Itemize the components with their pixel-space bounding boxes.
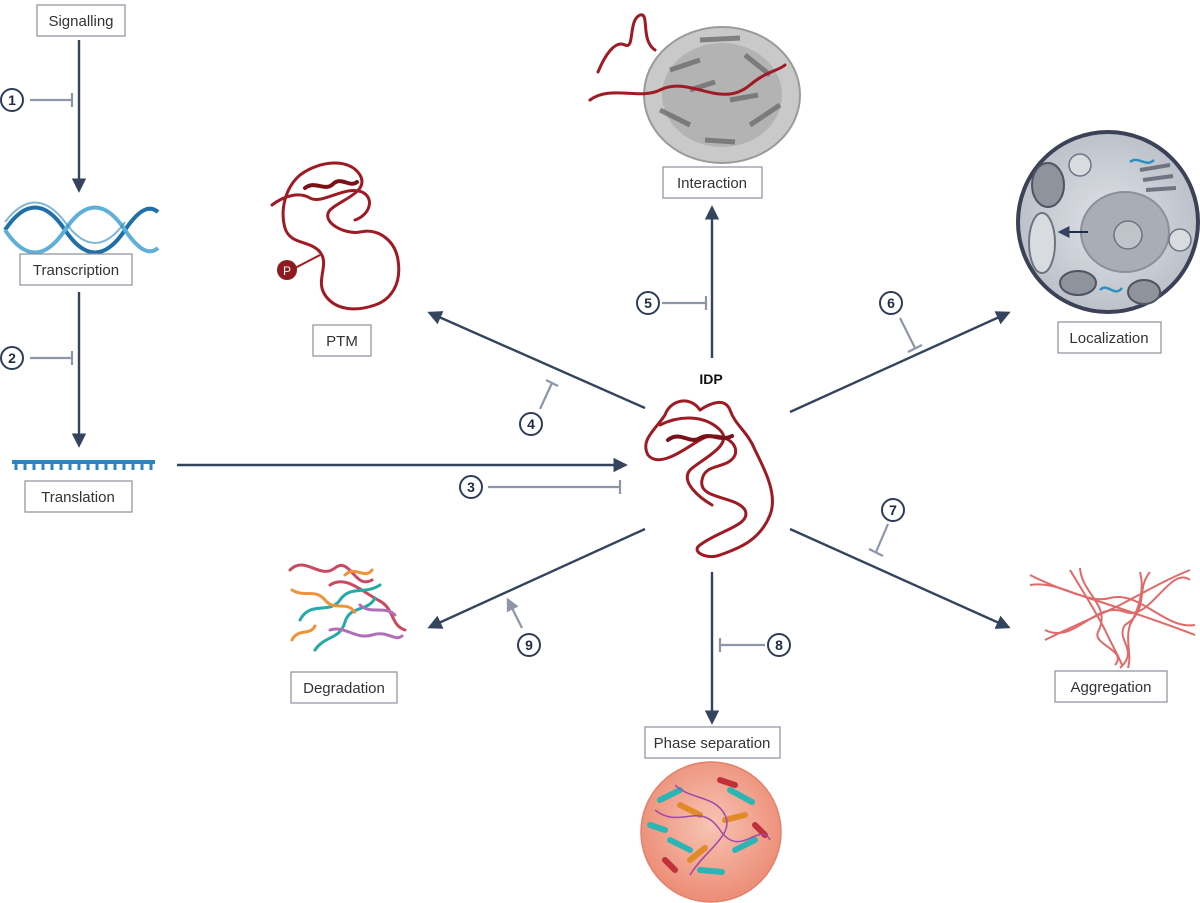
degradation-box [290,671,398,704]
step-1-number: 1 [8,92,16,108]
ptm-label: PTM [326,333,358,350]
step-7: 7 [868,498,905,557]
translation-label: Translation [41,489,115,506]
step-5-number: 5 [644,295,652,311]
step-8: 8 [718,633,791,657]
signalling-node: Signalling [36,4,126,37]
transcription-label: Transcription [33,262,119,279]
condensate-droplet-icon [640,761,782,903]
step-3: 3 [459,475,622,499]
idp-label: IDP [699,371,722,387]
step-8-number: 8 [775,637,783,653]
step-3-badge [459,475,483,499]
idp-to-degradation-arrow [427,527,646,629]
step-8-badge [767,633,791,657]
step-1: 1 [0,88,74,112]
step-9-activator [506,597,523,629]
step-1-badge [0,88,24,112]
idp-protein-icon [644,399,774,559]
step-3-number: 3 [467,479,475,495]
aggregation-label: Aggregation [1071,679,1152,696]
ptm-node: PTM [312,324,372,357]
aggregate-fibrils-icon [1029,567,1196,669]
cell-icon [1016,130,1200,314]
ptm-protein-icon [270,161,401,311]
step-6-inhibitor-bar [907,344,923,353]
step-6-number: 6 [887,295,895,311]
translation-node: Translation [24,480,133,513]
aggregation-node: Aggregation [1054,670,1168,703]
step-7-number: 7 [889,502,897,518]
step-2: 2 [0,346,74,370]
degradation-node: Degradation [290,671,398,704]
step-4-badge [519,412,543,436]
step-2-number: 2 [8,350,16,366]
interaction-box [662,166,763,199]
step-6: 6 [879,291,923,353]
signalling-box [36,4,126,37]
transcription-node: Transcription [19,253,133,286]
interaction-label: Interaction [677,175,747,192]
step-6-badge [879,291,903,315]
step-9-number: 9 [525,637,533,653]
idp-to-aggregation-arrow [789,527,1011,629]
step-2-badge [0,346,24,370]
idp-to-ptm-arrow [427,311,646,410]
phase-separation-box [644,726,781,759]
step-5: 5 [636,291,708,315]
localization-node: Localization [1057,321,1162,354]
interaction-complex-icon [588,13,801,164]
step-7-inhibitor-bar [868,548,884,557]
step-4: 4 [519,379,559,436]
step-9-badge [517,633,541,657]
step-6-inhibitor [899,317,916,349]
dna-helix-icon [3,201,160,255]
interaction-node: Interaction [662,166,763,199]
step-9: 9 [506,597,541,657]
signalling-label: Signalling [48,13,113,30]
step-4-number: 4 [527,416,535,432]
degradation-fragments-icon [288,563,407,652]
localization-box [1057,321,1162,354]
step-7-badge [881,498,905,522]
ptm-box [312,324,372,357]
localization-label: Localization [1069,330,1148,347]
translation-box [24,480,133,513]
step-7-inhibitor [874,523,890,553]
step-5-badge [636,291,660,315]
step-4-inhibitor-bar [545,379,559,387]
phase-separation-node: Phase separation [644,726,781,759]
phospho-label: P [283,264,291,278]
mrna-icon [12,460,155,470]
aggregation-box [1054,670,1168,703]
idp-to-localization-arrow [789,311,1011,414]
step-4-inhibitor [539,382,553,410]
degradation-label: Degradation [303,680,385,697]
phospho-icon: P [277,260,297,280]
transcription-box [19,253,133,286]
phase-separation-label: Phase separation [654,735,771,752]
